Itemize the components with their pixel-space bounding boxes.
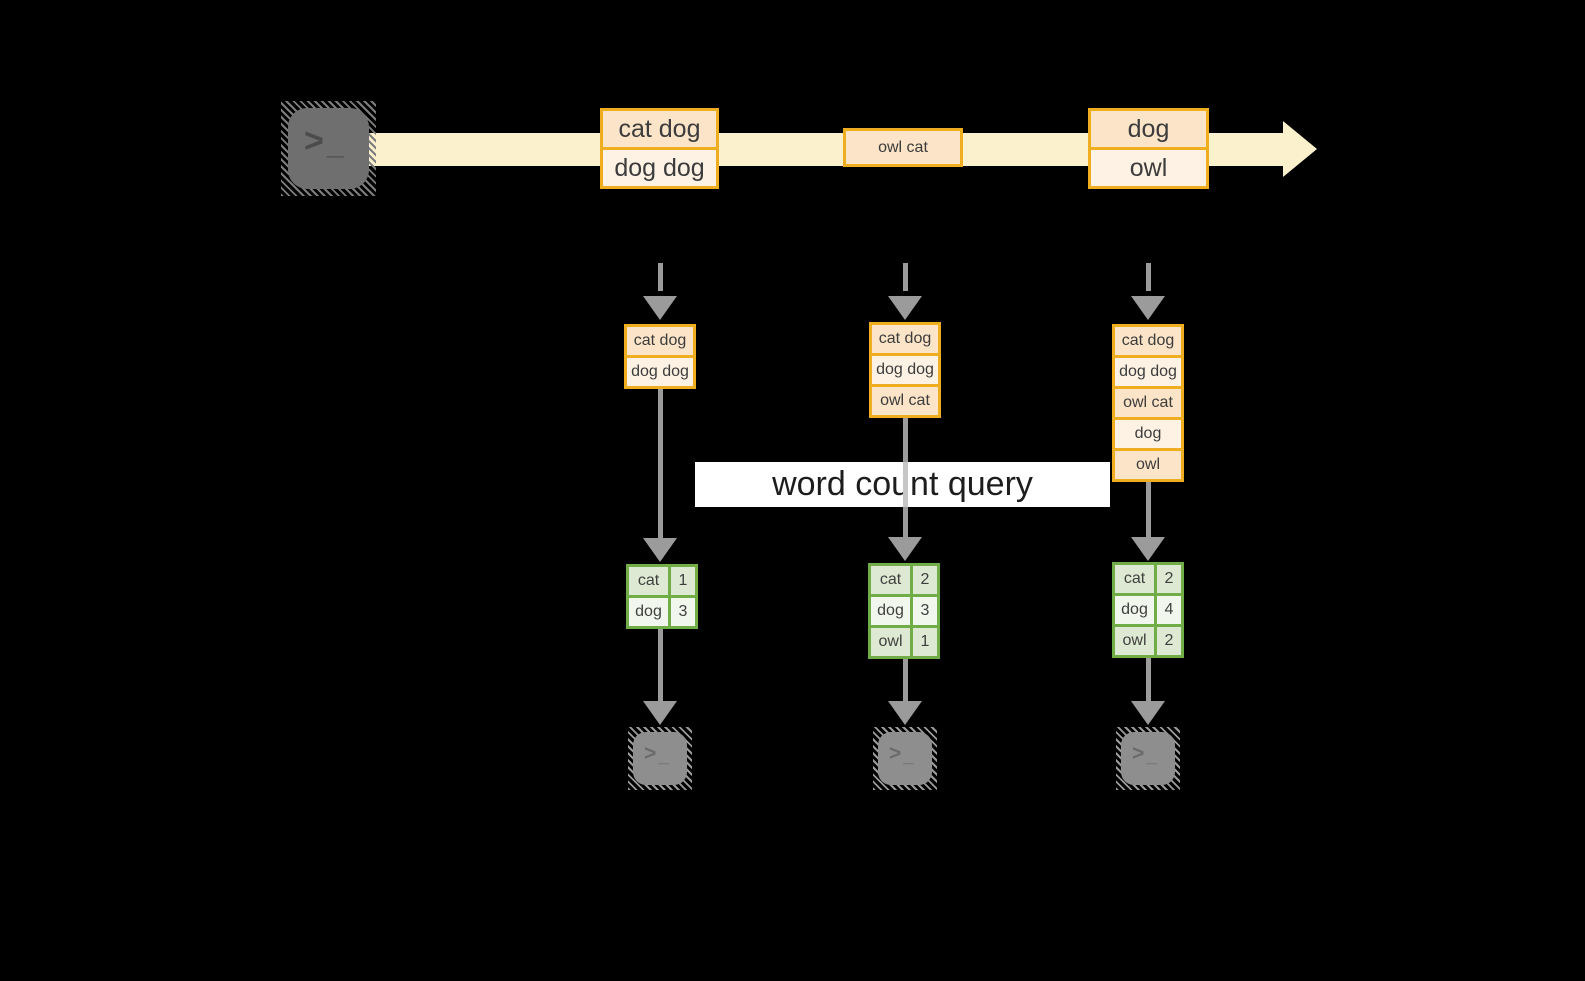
table-row: cat 1 [629, 567, 695, 598]
down-arrow-icon [642, 629, 678, 725]
arrow-shaft [657, 629, 663, 701]
word-cell: cat [871, 566, 913, 594]
stack-line: cat dog [627, 327, 693, 358]
micro-batch-stack-3: cat dog dog dog owl cat dog owl [1112, 324, 1184, 482]
arrow-head [643, 701, 677, 725]
table-row: cat 2 [1115, 565, 1181, 596]
down-arrow-icon [887, 659, 923, 725]
word-cell: dog [871, 597, 913, 625]
stream-batch-box-1: cat dog dog dog [600, 108, 719, 189]
sink-terminal-icon: > _ [1116, 727, 1180, 790]
dashed-down-arrow-icon [1130, 263, 1166, 320]
word-count-query-label: word count query [695, 462, 1110, 507]
table-row: owl 2 [1115, 627, 1181, 655]
stream-arrowhead-icon [1283, 121, 1317, 177]
stream-batch-box-3: dog owl [1088, 108, 1209, 189]
arrow-shaft [902, 659, 908, 701]
word-cell: dog [1115, 596, 1157, 624]
sink-terminal-icon: > _ [873, 727, 937, 790]
arrow-head [643, 296, 677, 320]
batch-line: dog [1091, 111, 1206, 150]
source-terminal-icon: > _ [281, 101, 376, 196]
count-cell: 2 [920, 571, 930, 588]
count-cell: 3 [920, 602, 930, 619]
terminal-cursor-icon: _ [903, 746, 914, 767]
arrow-shaft [657, 263, 663, 291]
table-row: dog 3 [629, 598, 695, 626]
terminal-prompt-icon: > [644, 742, 657, 765]
batch-line: owl cat [846, 131, 960, 164]
arrow-head [888, 537, 922, 561]
arrow-head [888, 701, 922, 725]
stack-line: cat dog [1115, 327, 1181, 358]
count-table-3: cat 2 dog 4 owl 2 [1112, 562, 1184, 658]
arrow-head [1131, 296, 1165, 320]
word-cell: owl [1115, 627, 1157, 655]
count-cell: 2 [1164, 570, 1174, 587]
table-row: owl 1 [871, 628, 937, 656]
count-cell: 1 [678, 572, 688, 589]
word-cell: cat [629, 567, 671, 595]
terminal-screen: > _ [288, 108, 369, 189]
count-cell: 3 [678, 603, 688, 620]
arrow-head [1131, 701, 1165, 725]
table-row: cat 2 [871, 566, 937, 597]
down-arrow-icon [1130, 658, 1166, 725]
arrow-shaft [1145, 658, 1151, 701]
arrow-head [1131, 537, 1165, 561]
terminal-screen: > _ [878, 732, 932, 785]
batch-line: dog dog [603, 150, 716, 186]
stack-line: owl cat [1115, 389, 1181, 420]
count-cell: 4 [1164, 601, 1174, 618]
batch-line: cat dog [603, 111, 716, 150]
terminal-screen: > _ [1121, 732, 1175, 785]
count-cell: 2 [1164, 632, 1174, 649]
dashed-down-arrow-icon [887, 263, 923, 320]
table-row: dog 3 [871, 597, 937, 628]
dashed-down-arrow-icon [642, 263, 678, 320]
stream-batch-box-2: owl cat [843, 128, 963, 167]
stack-line: dog dog [1115, 358, 1181, 389]
arrow-shaft-over-label [903, 462, 908, 507]
count-table-2: cat 2 dog 3 owl 1 [868, 563, 940, 659]
batch-line: owl [1091, 150, 1206, 186]
terminal-cursor-icon: _ [658, 746, 669, 767]
terminal-prompt-icon: > [304, 122, 324, 160]
terminal-prompt-icon: > [889, 742, 902, 765]
stack-line: dog [1115, 420, 1181, 451]
arrow-shaft [1145, 263, 1151, 291]
terminal-screen: > _ [633, 732, 687, 785]
stack-line: owl [1115, 451, 1181, 479]
terminal-prompt-icon: > [1132, 742, 1145, 765]
arrow-shaft [657, 389, 663, 538]
down-arrow-icon [1130, 482, 1166, 561]
arrow-head [643, 538, 677, 562]
count-cell: 1 [920, 633, 930, 650]
stack-line: owl cat [872, 387, 938, 415]
stack-line: dog dog [872, 356, 938, 387]
terminal-cursor-icon: _ [1146, 746, 1157, 767]
word-cell: dog [629, 598, 671, 626]
table-row: dog 4 [1115, 596, 1181, 627]
arrow-shaft [1145, 482, 1151, 537]
word-cell: cat [1115, 565, 1157, 593]
micro-batch-stack-1: cat dog dog dog [624, 324, 696, 389]
stack-line: dog dog [627, 358, 693, 386]
arrow-head [888, 296, 922, 320]
sink-terminal-icon: > _ [628, 727, 692, 790]
word-cell: owl [871, 628, 913, 656]
count-table-1: cat 1 dog 3 [626, 564, 698, 629]
stack-line: cat dog [872, 325, 938, 356]
down-arrow-icon [642, 389, 678, 562]
terminal-cursor-icon: _ [326, 128, 344, 161]
micro-batch-stack-2: cat dog dog dog owl cat [869, 322, 941, 418]
arrow-shaft [902, 263, 908, 291]
